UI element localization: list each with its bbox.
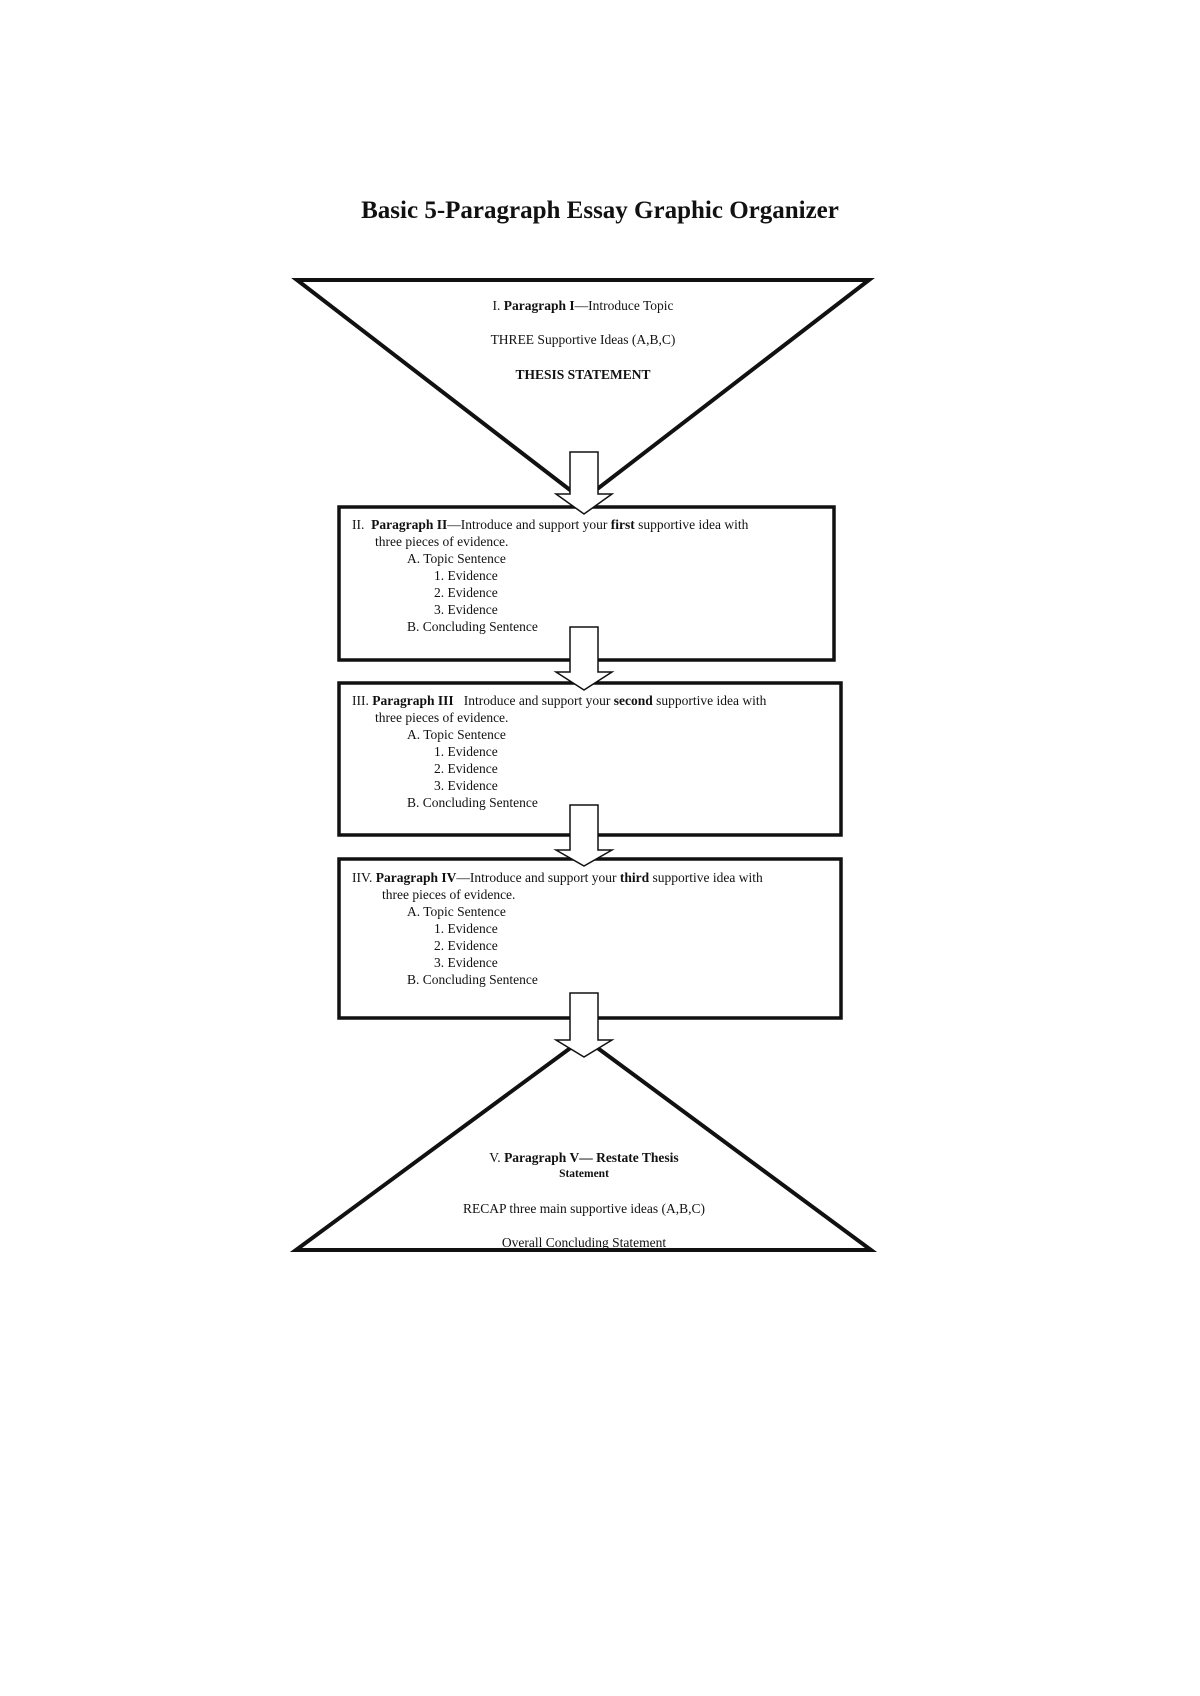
paragraph-3-evidence-3: 3. Evidence: [434, 778, 498, 793]
intro-supportive-ideas: THREE Supportive Ideas (A,B,C): [490, 332, 676, 347]
conclusion-heading-cont: Statement: [559, 1168, 609, 1180]
intro-triangle: [291, 278, 875, 503]
down-arrow-2: [553, 626, 615, 691]
paragraph-2-concluding: B. Concluding Sentence: [407, 619, 538, 634]
intro-heading: I. Paragraph I—Introduce Topic: [492, 298, 674, 313]
paragraph-2-heading: II. Paragraph II—Introduce and support y…: [352, 517, 749, 532]
conclusion-overall: Overall Concluding Statement: [501, 1235, 667, 1250]
intro-thesis-statement: THESIS STATEMENT: [515, 367, 651, 382]
conclusion-heading: V. Paragraph V— Restate Thesis: [489, 1150, 679, 1165]
paragraph-2-evidence-2: 2. Evidence: [434, 585, 498, 600]
conclusion-recap: RECAP three main supportive ideas (A,B,C…: [462, 1201, 706, 1216]
paragraph-3-evidence-1: 1. Evidence: [434, 744, 498, 759]
paragraph-3-heading: III. Paragraph III Introduce and support…: [352, 693, 767, 708]
paragraph-4-topic: A. Topic Sentence: [407, 904, 506, 919]
paragraph-2-text: II. Paragraph II—Introduce and support y…: [352, 516, 748, 635]
paragraph-2-heading-cont: three pieces of evidence.: [375, 534, 509, 549]
paragraph-4-heading: IIV. Paragraph IV—Introduce and support …: [352, 870, 763, 885]
paragraph-2-evidence-3: 3. Evidence: [434, 602, 498, 617]
down-arrow-4: [553, 992, 615, 1058]
paragraph-4-concluding: B. Concluding Sentence: [407, 972, 538, 987]
paragraph-2-evidence-1: 1. Evidence: [434, 568, 498, 583]
paragraph-4-evidence-1: 1. Evidence: [434, 921, 498, 936]
down-arrow-1: [553, 451, 615, 515]
paragraph-3-heading-cont: three pieces of evidence.: [375, 710, 509, 725]
paragraph-2-topic: A. Topic Sentence: [407, 551, 506, 566]
down-arrow-3: [553, 804, 615, 867]
paragraph-3-text: III. Paragraph III Introduce and support…: [352, 692, 766, 811]
conclusion-triangle: [289, 1035, 878, 1252]
paragraph-3-concluding: B. Concluding Sentence: [407, 795, 538, 810]
page-title: Basic 5-Paragraph Essay Graphic Organize…: [361, 197, 839, 224]
paragraph-4-heading-cont: three pieces of evidence.: [382, 887, 516, 902]
paragraph-4-evidence-3: 3. Evidence: [434, 955, 498, 970]
paragraph-4-evidence-2: 2. Evidence: [434, 938, 498, 953]
paragraph-3-evidence-2: 2. Evidence: [434, 761, 498, 776]
paragraph-4-text: IIV. Paragraph IV—Introduce and support …: [352, 869, 763, 988]
paragraph-3-topic: A. Topic Sentence: [407, 727, 506, 742]
